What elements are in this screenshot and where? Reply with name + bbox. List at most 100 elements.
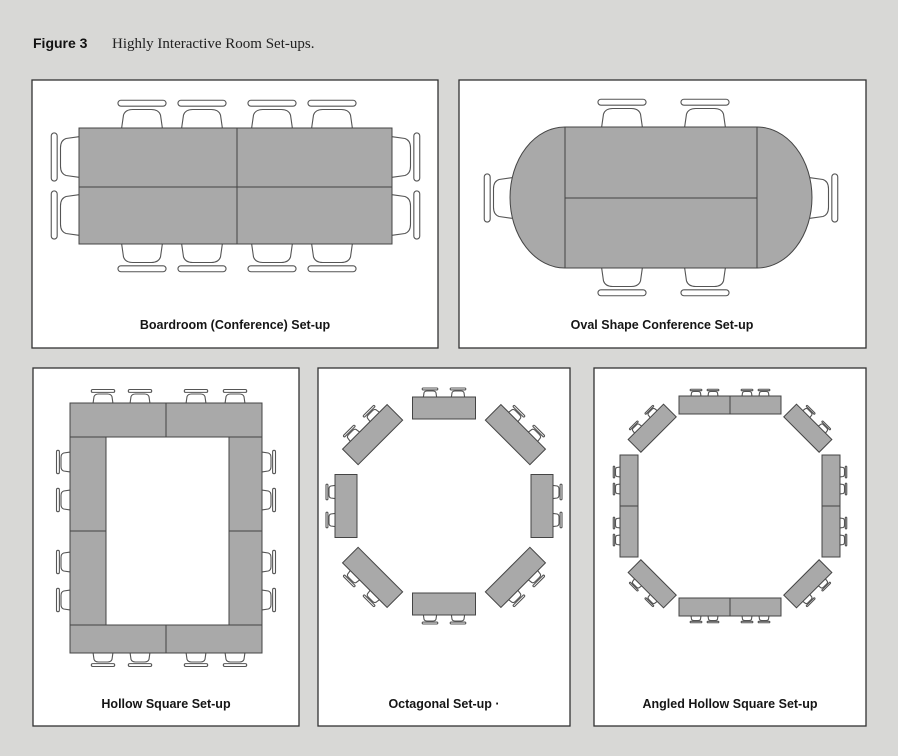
table [530, 474, 554, 538]
figure-number: Figure 3 [33, 35, 88, 51]
chair-back [363, 405, 375, 417]
chair-back [178, 266, 226, 272]
chair [118, 244, 166, 272]
side-table-unit [613, 454, 639, 558]
chair-seat [130, 653, 150, 662]
chair [598, 99, 646, 127]
octagon-table-unit [530, 474, 562, 538]
chair-seat [225, 394, 245, 403]
chair-back [758, 389, 770, 390]
chair [343, 425, 360, 442]
chair [553, 512, 562, 528]
label-oval: Oval Shape Conference Set-up [571, 318, 754, 332]
chair [840, 483, 847, 495]
chair [51, 133, 79, 181]
chair-seat [528, 428, 542, 442]
chair-back [598, 290, 646, 296]
chair [51, 191, 79, 239]
table [678, 597, 731, 617]
chair-back [128, 664, 151, 667]
chair-seat [61, 490, 70, 510]
chair [598, 268, 646, 296]
chair-back [118, 266, 166, 272]
chair-seat [451, 391, 464, 397]
chair [128, 653, 151, 667]
chair-back [613, 483, 614, 495]
chair-seat [509, 590, 523, 604]
chair [57, 550, 71, 573]
chair-back [484, 174, 490, 222]
chair [262, 488, 276, 511]
table [412, 396, 476, 420]
chair-seat [616, 467, 621, 477]
chair [758, 616, 770, 623]
chair-back [343, 575, 355, 587]
chair-seat [602, 109, 643, 128]
chair [645, 594, 658, 607]
table [627, 559, 677, 609]
chair [681, 268, 729, 296]
chair [57, 450, 71, 473]
chair-seat [602, 268, 643, 287]
chair-back [223, 390, 246, 393]
chair [508, 590, 525, 607]
chair-back [822, 582, 831, 591]
chair-back [845, 517, 846, 529]
chair-back [560, 484, 562, 500]
chair-back [806, 598, 815, 607]
chair-seat [840, 484, 845, 494]
table [484, 403, 547, 466]
chair-back [513, 405, 525, 417]
table [783, 559, 833, 609]
octagon-table-unit [412, 592, 476, 624]
chair-seat [346, 571, 360, 585]
label-octagonal: Octagonal Set-up · [388, 697, 499, 711]
chair-back [51, 191, 57, 239]
chair-seat [616, 484, 621, 494]
chair-seat [803, 407, 813, 417]
chair-back [51, 133, 57, 181]
chair-seat [61, 590, 70, 610]
corner-table-unit [783, 403, 833, 453]
chair-seat [366, 590, 380, 604]
chair-seat [423, 615, 436, 621]
chair-seat [61, 137, 80, 178]
chair-back [741, 621, 753, 622]
chair-seat [122, 110, 163, 129]
chair [178, 244, 226, 272]
corner-table-unit [627, 403, 677, 453]
chair [326, 512, 335, 528]
boardroom-table [78, 127, 393, 245]
table [729, 395, 782, 415]
chair [223, 653, 246, 667]
chair [118, 100, 166, 128]
chair-seat [423, 391, 436, 397]
chair-seat [647, 594, 657, 604]
chair-seat [262, 552, 271, 572]
chair [802, 405, 815, 418]
chair [707, 389, 719, 396]
chair-seat [528, 571, 542, 585]
table [783, 403, 833, 453]
chair-seat [122, 244, 163, 263]
chair-back [57, 588, 60, 611]
chair [262, 588, 276, 611]
chair-back [741, 389, 753, 390]
chair-seat [61, 552, 70, 572]
table [821, 505, 841, 558]
chair-back [273, 488, 276, 511]
chair-seat [818, 423, 828, 433]
chair-seat [691, 616, 701, 621]
chair-back [184, 390, 207, 393]
chair-back [223, 664, 246, 667]
chair [178, 100, 226, 128]
table [341, 546, 404, 609]
chair-back [681, 290, 729, 296]
chair-seat [182, 244, 223, 263]
chair [681, 99, 729, 127]
chair-seat [840, 535, 845, 545]
chair [707, 616, 719, 623]
chair-back [690, 621, 702, 622]
chair-seat [708, 616, 718, 621]
